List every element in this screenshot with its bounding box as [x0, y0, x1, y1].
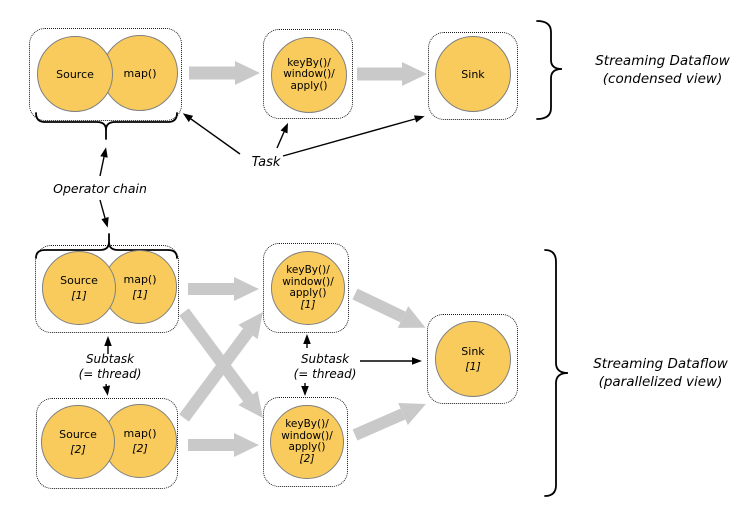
keyby1-line1: keyBy()/	[286, 264, 330, 276]
operator-chain-arrow-down	[99, 199, 109, 228]
operator-chain-box-subtask1	[35, 245, 179, 333]
keyby-operator-label: keyBy()/ window()/ apply()	[283, 56, 335, 93]
source2-name: Source	[59, 428, 97, 441]
keyby1-subtask-box	[263, 243, 349, 333]
subtask-left-label: Subtask (= thread)	[70, 352, 150, 382]
keyby1-subtask-node: keyBy()/ window()/ apply() [1]	[271, 251, 345, 325]
sink1-subtask-node: Sink [1]	[435, 321, 511, 397]
task-arrow-to-keyby-box	[276, 122, 289, 149]
subtask-left-line2: (= thread)	[78, 367, 142, 381]
keyby-line1: keyBy()/	[287, 56, 331, 69]
brace-parallelized-view	[544, 249, 569, 497]
keyby2-line1: keyBy()/	[285, 418, 329, 430]
map-operator-node: map()	[102, 35, 178, 111]
map2-subtask-node: map() [2]	[103, 404, 177, 478]
keyby-task-box-condensed	[263, 29, 353, 119]
sink-task-box-condensed	[428, 32, 518, 120]
condensed-caption-line2: (condensed view)	[602, 71, 723, 87]
map-operator-label: map()	[123, 66, 157, 80]
condensed-view-caption: Streaming Dataflow (condensed view)	[580, 52, 745, 88]
subtask-mid-line2: (= thread)	[293, 367, 357, 381]
keyby1-label: keyBy()/ window()/ apply() [1]	[282, 264, 334, 311]
sink1-name: Sink	[461, 345, 485, 358]
flow-arrow-s1-to-k2	[179, 308, 263, 419]
sink-operator-label: Sink	[461, 67, 485, 81]
subtask-left-line1: Subtask	[85, 352, 135, 366]
map1-index: [1]	[132, 288, 148, 301]
map2-label: map() [2]	[123, 426, 156, 456]
task-label: Task	[251, 155, 281, 170]
sink-operator-node: Sink	[435, 36, 511, 112]
keyby-operator-node: keyBy()/ window()/ apply()	[271, 37, 347, 113]
sink1-subtask-box	[427, 314, 518, 404]
source2-label: Source [2]	[59, 427, 97, 457]
source-operator-node: Source	[37, 36, 113, 112]
map2-index: [2]	[132, 442, 148, 455]
task-arrow-to-sink-box	[282, 115, 425, 157]
keyby2-label: keyBy()/ window()/ apply() [2]	[281, 418, 333, 465]
flow-arrow-s2-to-k1	[179, 311, 263, 422]
keyby-line3: apply()	[290, 79, 328, 92]
keyby1-line2: window()/	[282, 275, 334, 288]
subtask-mid-line1: Subtask	[300, 352, 350, 366]
keyby2-subtask-box	[263, 397, 348, 487]
flow-arrow-k2-to-sink1	[352, 403, 426, 441]
source1-index: [1]	[71, 289, 87, 302]
brace-condensed-view	[536, 20, 563, 120]
map1-label: map() [1]	[123, 272, 156, 302]
operator-chain-label: Operator chain	[53, 181, 147, 196]
operator-chain-arrow-up	[99, 147, 108, 177]
sink1-index: [1]	[465, 360, 481, 373]
source2-index: [2]	[70, 443, 86, 456]
sink1-label: Sink [1]	[461, 344, 484, 374]
operator-chain-box-subtask2	[36, 398, 178, 489]
parallelized-view-caption: Streaming Dataflow (parallelized view)	[578, 355, 743, 391]
keyby-line2: window()/	[283, 68, 335, 81]
subtask-mid-label: Subtask (= thread)	[285, 352, 365, 382]
keyby2-line3: apply()	[288, 441, 326, 453]
keyby1-index: [1]	[300, 298, 316, 311]
parallelized-caption-line1: Streaming Dataflow	[593, 356, 728, 372]
source1-name: Source	[60, 274, 98, 287]
source-operator-label: Source	[56, 67, 94, 81]
source1-label: Source [1]	[60, 273, 98, 303]
map1-name: map()	[123, 273, 157, 286]
keyby2-index: [2]	[299, 452, 315, 465]
parallelized-caption-line2: (parallelized view)	[598, 374, 723, 390]
condensed-caption-line1: Streaming Dataflow	[595, 53, 730, 69]
source2-subtask-node: Source [2]	[41, 405, 115, 479]
flow-arrow-k1-to-sink1	[352, 288, 426, 328]
map2-name: map()	[123, 427, 157, 440]
keyby1-line3: apply()	[289, 287, 327, 299]
operator-chain-box-condensed	[29, 28, 182, 121]
source1-subtask-node: Source [1]	[42, 251, 116, 325]
keyby2-subtask-node: keyBy()/ window()/ apply() [2]	[270, 405, 344, 479]
keyby2-line2: window()/	[281, 429, 333, 442]
task-arrow-to-chain-box	[182, 113, 241, 155]
